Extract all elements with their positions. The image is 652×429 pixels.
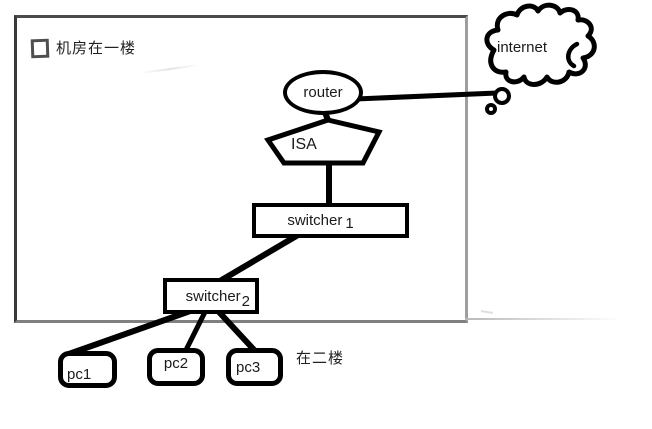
pc3-node: pc3 <box>226 348 283 386</box>
pc1-node-label: pc1 <box>67 366 92 383</box>
edge-switcher2-pc3 <box>216 309 259 355</box>
cloud-tail-bubble-small <box>485 103 497 115</box>
pc2-node: pc2 <box>147 348 205 386</box>
pc1-node: pc1 <box>58 351 117 388</box>
edge-switcher1-switcher2 <box>218 232 300 284</box>
router-node-label: router <box>303 84 343 101</box>
edge-router-internet <box>355 90 498 102</box>
second-floor-label: 在二楼 <box>296 350 345 367</box>
isa-node-label: ISA <box>291 136 317 153</box>
router-node: router <box>283 70 363 115</box>
room-label: 机房在一楼 <box>56 40 137 57</box>
switcher1-node-label: switcher <box>287 212 343 229</box>
switcher1-node: switcher 1 <box>252 203 409 238</box>
isa-pentagon-shape <box>264 117 383 166</box>
edge-switcher2-pc2 <box>182 310 208 354</box>
internet-node-label: internet <box>497 39 548 56</box>
switcher2-node: switcher 2 <box>163 278 259 314</box>
switcher2-node-label: switcher <box>185 287 241 305</box>
internet-cloud-shape <box>484 2 597 115</box>
switcher2-node-index: 2 <box>241 292 250 310</box>
edge-switcher2-pc1 <box>64 307 195 358</box>
switcher1-node-index: 1 <box>345 215 354 232</box>
pc2-node-label: pc2 <box>163 355 189 372</box>
cloud-tail-bubble-large <box>493 87 511 105</box>
pc3-node-label: pc3 <box>236 358 261 376</box>
pencil-smudge <box>465 318 620 320</box>
room-boundary-box <box>14 15 468 323</box>
